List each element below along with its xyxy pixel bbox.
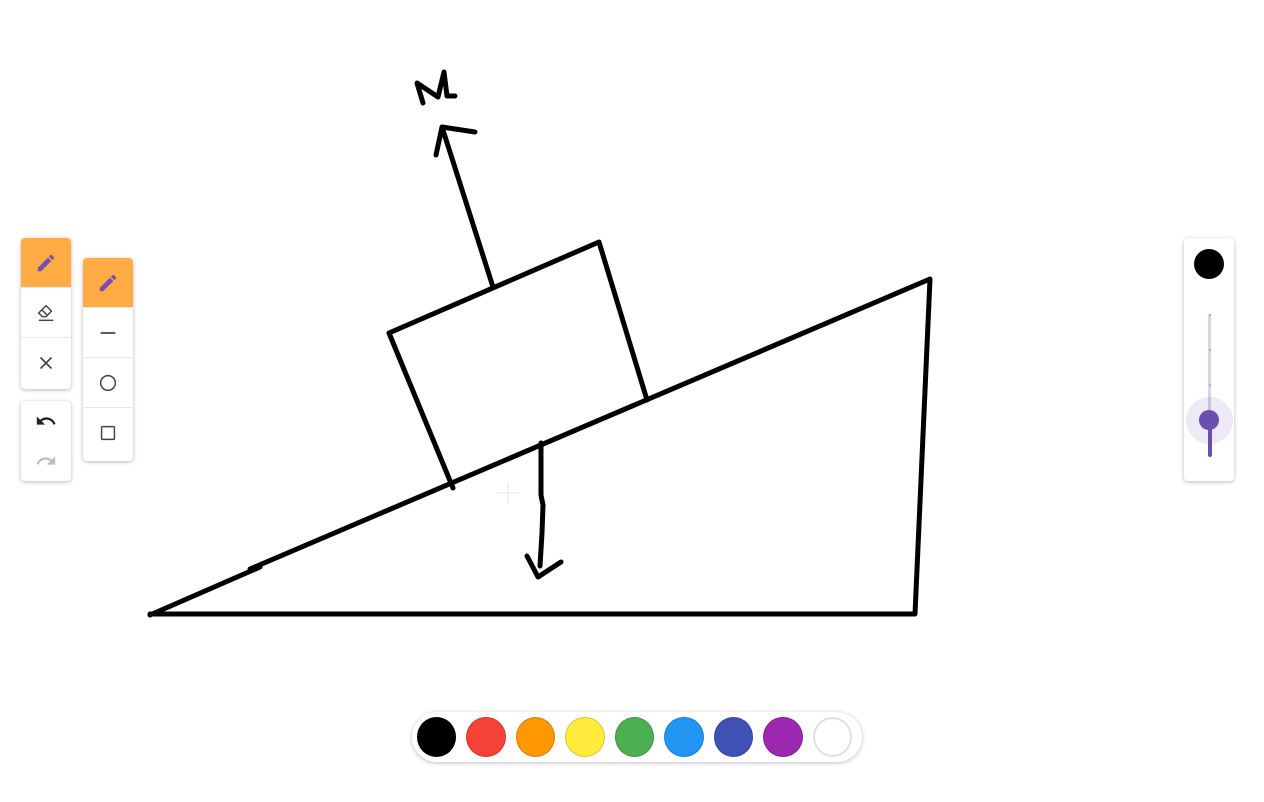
rectangle-tool-button[interactable]: [83, 408, 133, 458]
color-swatch-yellow[interactable]: [565, 717, 605, 757]
line-icon: [100, 331, 116, 334]
normal-arrow-stroke: [433, 124, 496, 290]
circle-tool-button[interactable]: [83, 358, 133, 408]
slider-tick: [1209, 349, 1211, 351]
eraser-tool-button[interactable]: [21, 288, 71, 338]
pencil-icon: [37, 254, 55, 271]
clear-canvas-button[interactable]: [21, 338, 71, 388]
redo-button[interactable]: [21, 441, 71, 481]
color-swatch-purple[interactable]: [763, 717, 803, 757]
pencil-icon: [99, 274, 117, 291]
color-swatch-red[interactable]: [466, 717, 506, 757]
crosshair-cursor: [497, 482, 519, 504]
current-color-indicator[interactable]: [1194, 249, 1224, 279]
color-swatch-white[interactable]: [812, 717, 852, 757]
close-icon: [39, 356, 53, 370]
color-swatch-indigo[interactable]: [713, 717, 754, 757]
color-swatch-orange[interactable]: [515, 717, 556, 757]
handwritten-n-stroke: [414, 69, 458, 106]
slider-tick: [1209, 314, 1211, 316]
circle-icon: [99, 374, 117, 391]
color-swatch-green[interactable]: [614, 717, 655, 757]
shape-tools-panel: [83, 258, 133, 461]
gravity-arrow-stroke: [524, 440, 564, 580]
undo-icon: [36, 416, 56, 425]
incline-triangle-stroke: [147, 276, 933, 618]
block-stroke: [386, 239, 650, 491]
freehand-tool-button[interactable]: [83, 258, 133, 308]
brush-size-slider-thumb[interactable]: [1199, 410, 1219, 430]
color-swatch-blue[interactable]: [664, 717, 704, 757]
brush-size-fill: [1208, 421, 1212, 457]
square-icon: [100, 425, 116, 441]
line-tool-button[interactable]: [83, 308, 133, 358]
eraser-icon: [37, 304, 54, 321]
brush-settings-panel: [1184, 238, 1234, 481]
pencil-tool-button[interactable]: [21, 238, 71, 288]
main-tools-panel: [21, 238, 71, 389]
history-panel: [21, 401, 71, 481]
slider-tick: [1209, 384, 1211, 386]
color-swatch-black[interactable]: [417, 717, 457, 757]
undo-button[interactable]: [21, 401, 71, 441]
color-palette: [412, 712, 862, 762]
redo-icon: [36, 456, 56, 465]
